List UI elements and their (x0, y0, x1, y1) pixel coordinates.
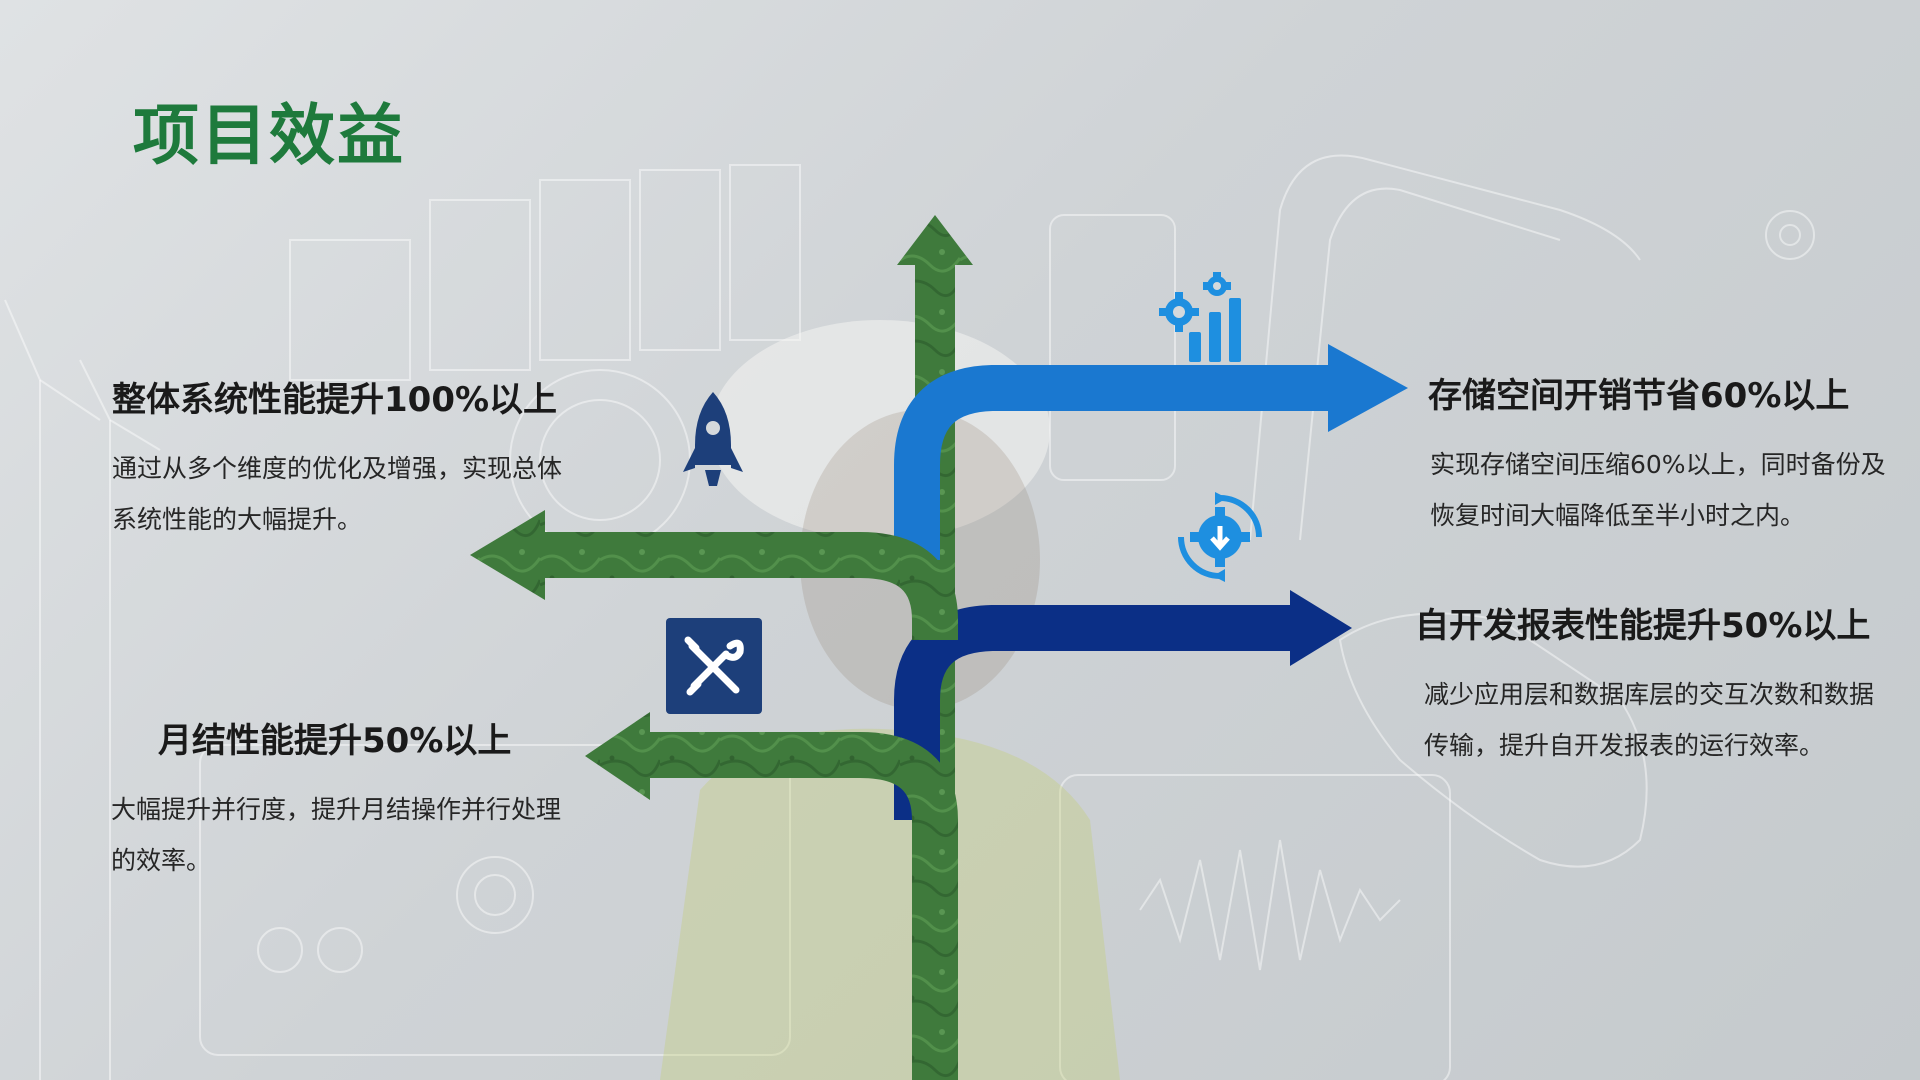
benefit-report-performance: 自开发报表性能提升50%以上 减少应用层和数据库层的交互次数和数据传输，提升自开… (1415, 598, 1915, 771)
branch-arrowhead-system (470, 510, 545, 600)
benefit-system-performance: 整体系统性能提升100%以上 通过从多个维度的优化及增强，实现总体系统性能的大幅… (112, 372, 592, 545)
benefit-storage-savings: 存储空间开销节省60%以上 实现存储空间压缩60%以上，同时备份及恢复时间大幅降… (1428, 368, 1910, 541)
benefit-month-end-performance: 月结性能提升50%以上 大幅提升并行度，提升月结操作并行处理的效率。 (111, 713, 628, 886)
benefit-description: 通过从多个维度的优化及增强，实现总体系统性能的大幅提升。 (112, 454, 563, 534)
gear-chart-icon (1159, 272, 1241, 362)
branch-arrow-monthly (650, 732, 958, 1080)
branch-arrow-system (540, 532, 958, 640)
branch-arrow-storage (894, 365, 1330, 560)
benefit-title: 整体系统性能提升100%以上 (112, 380, 558, 420)
branch-arrow-report (894, 605, 1295, 820)
benefit-description: 大幅提升并行度，提升月结操作并行处理的效率。 (111, 795, 562, 875)
branch-arrowhead-storage (1328, 344, 1408, 432)
gear-refresh-icon (1178, 492, 1262, 582)
benefit-title: 自开发报表性能提升50%以上 (1415, 606, 1871, 646)
benefit-description: 减少应用层和数据库层的交互次数和数据传输，提升自开发报表的运行效率。 (1424, 680, 1875, 760)
tools-icon (666, 618, 762, 714)
page-title: 项目效益 (133, 97, 405, 174)
benefit-title: 月结性能提升50%以上 (158, 721, 512, 761)
benefit-description: 实现存储空间压缩60%以上，同时备份及恢复时间大幅降低至半小时之内。 (1430, 450, 1886, 530)
branch-arrowhead-monthly (585, 712, 650, 800)
branch-arrowhead-report (1290, 590, 1352, 666)
rocket-icon (683, 392, 743, 486)
benefit-title: 存储空间开销节省60%以上 (1428, 376, 1850, 416)
